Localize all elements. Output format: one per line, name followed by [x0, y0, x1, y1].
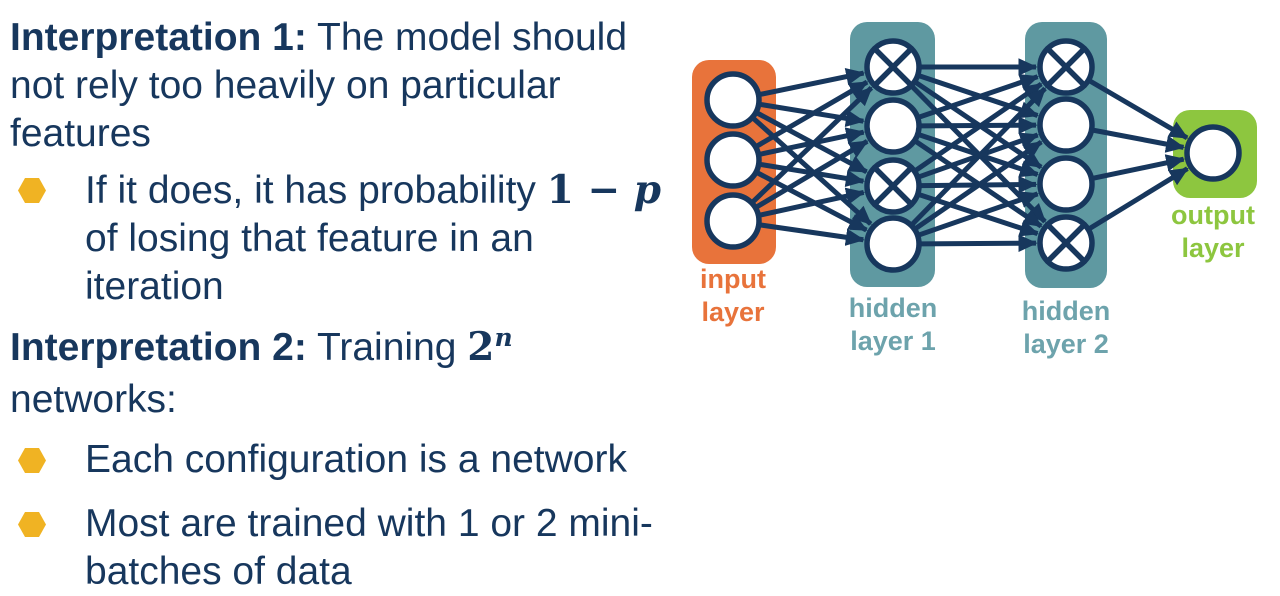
text-segment: If it does, it has probability: [85, 169, 547, 212]
connection-arrow: [914, 81, 1043, 173]
text-segment: p: [633, 167, 662, 213]
text-line: Each configuration is a network: [85, 436, 670, 484]
hidden-layer-1-node-1-cross-icon: [871, 45, 915, 89]
text-line: of losing that feature in an: [85, 215, 670, 263]
input-layer-node-2: [704, 131, 762, 189]
input-layer-node-1: [704, 71, 762, 129]
text-segment: n: [494, 323, 513, 352]
output-layer-node-1: [1184, 124, 1242, 182]
connection-arrow: [755, 79, 869, 149]
connection-arrow: [1088, 166, 1189, 231]
hidden-layer-1-node-4: [864, 215, 922, 273]
text-line: iteration: [85, 263, 670, 311]
text-segment: 1 −: [546, 167, 634, 213]
text-line: batches of data: [85, 548, 670, 596]
text-line: Most are trained with 1 or 2 mini-: [85, 500, 670, 548]
connection-arrow: [759, 187, 866, 218]
input-layer-node-3: [704, 192, 762, 250]
text-segment: Interpretation 1:: [10, 16, 307, 59]
text-line: Interpretation 2: Training 2n: [10, 323, 670, 376]
text-line: networks:: [10, 376, 670, 424]
hidden-layer-2-node-2: [1037, 96, 1095, 154]
text-line: If it does, it has probability 1 − p: [85, 166, 670, 215]
connection-arrow: [751, 86, 874, 204]
text-segment: batches of data: [85, 550, 352, 593]
text-line: not rely too heavily on particular: [10, 62, 670, 110]
connection-arrow: [910, 86, 1047, 226]
connection-arrow: [920, 234, 1038, 253]
connection-arrow: [755, 139, 869, 209]
text-segment: Each configuration is a network: [85, 438, 627, 481]
text-segment: Training: [306, 326, 468, 369]
bullet-item: Each configuration is a network: [10, 436, 670, 484]
bullet-item: Most are trained with 1 or 2 mini-batche…: [10, 500, 670, 596]
connection-arrow: [760, 222, 865, 246]
connection-arrow: [1092, 154, 1186, 181]
text-segment: not rely too heavily on particular: [10, 64, 561, 107]
text-segment: features: [10, 112, 151, 155]
bullet-hexagon-icon: [18, 178, 46, 203]
hidden-layer-1-node-3-cross-icon: [871, 164, 915, 208]
text-line: features: [10, 110, 670, 158]
text-segment: The model should: [306, 16, 628, 59]
text-segment: 2: [467, 324, 495, 370]
connection-arrow: [1088, 78, 1189, 141]
text-segment: Interpretation 2:: [10, 326, 307, 369]
text-segment: iteration: [85, 265, 224, 308]
text-segment: networks:: [10, 378, 177, 421]
hidden-layer-1-node-2: [864, 97, 922, 155]
connection-arrow: [759, 68, 866, 97]
text-line: Interpretation 1: The model should: [10, 14, 670, 62]
hidden-layer-2-node-3: [1037, 155, 1095, 213]
bullet-hexagon-icon: [18, 512, 46, 537]
text-segment: Most are trained with 1 or 2 mini-: [85, 502, 653, 545]
connection-arrow: [918, 74, 1040, 120]
hidden-layer-2-node-1-cross-icon: [1044, 45, 1088, 89]
hidden-layer-2-node-4-cross-icon: [1044, 221, 1088, 265]
connection-arrow: [918, 191, 1040, 238]
connection-arrow: [914, 139, 1043, 231]
text-segment: of losing that feature in an: [85, 217, 534, 260]
connection-arrow: [1093, 127, 1186, 153]
